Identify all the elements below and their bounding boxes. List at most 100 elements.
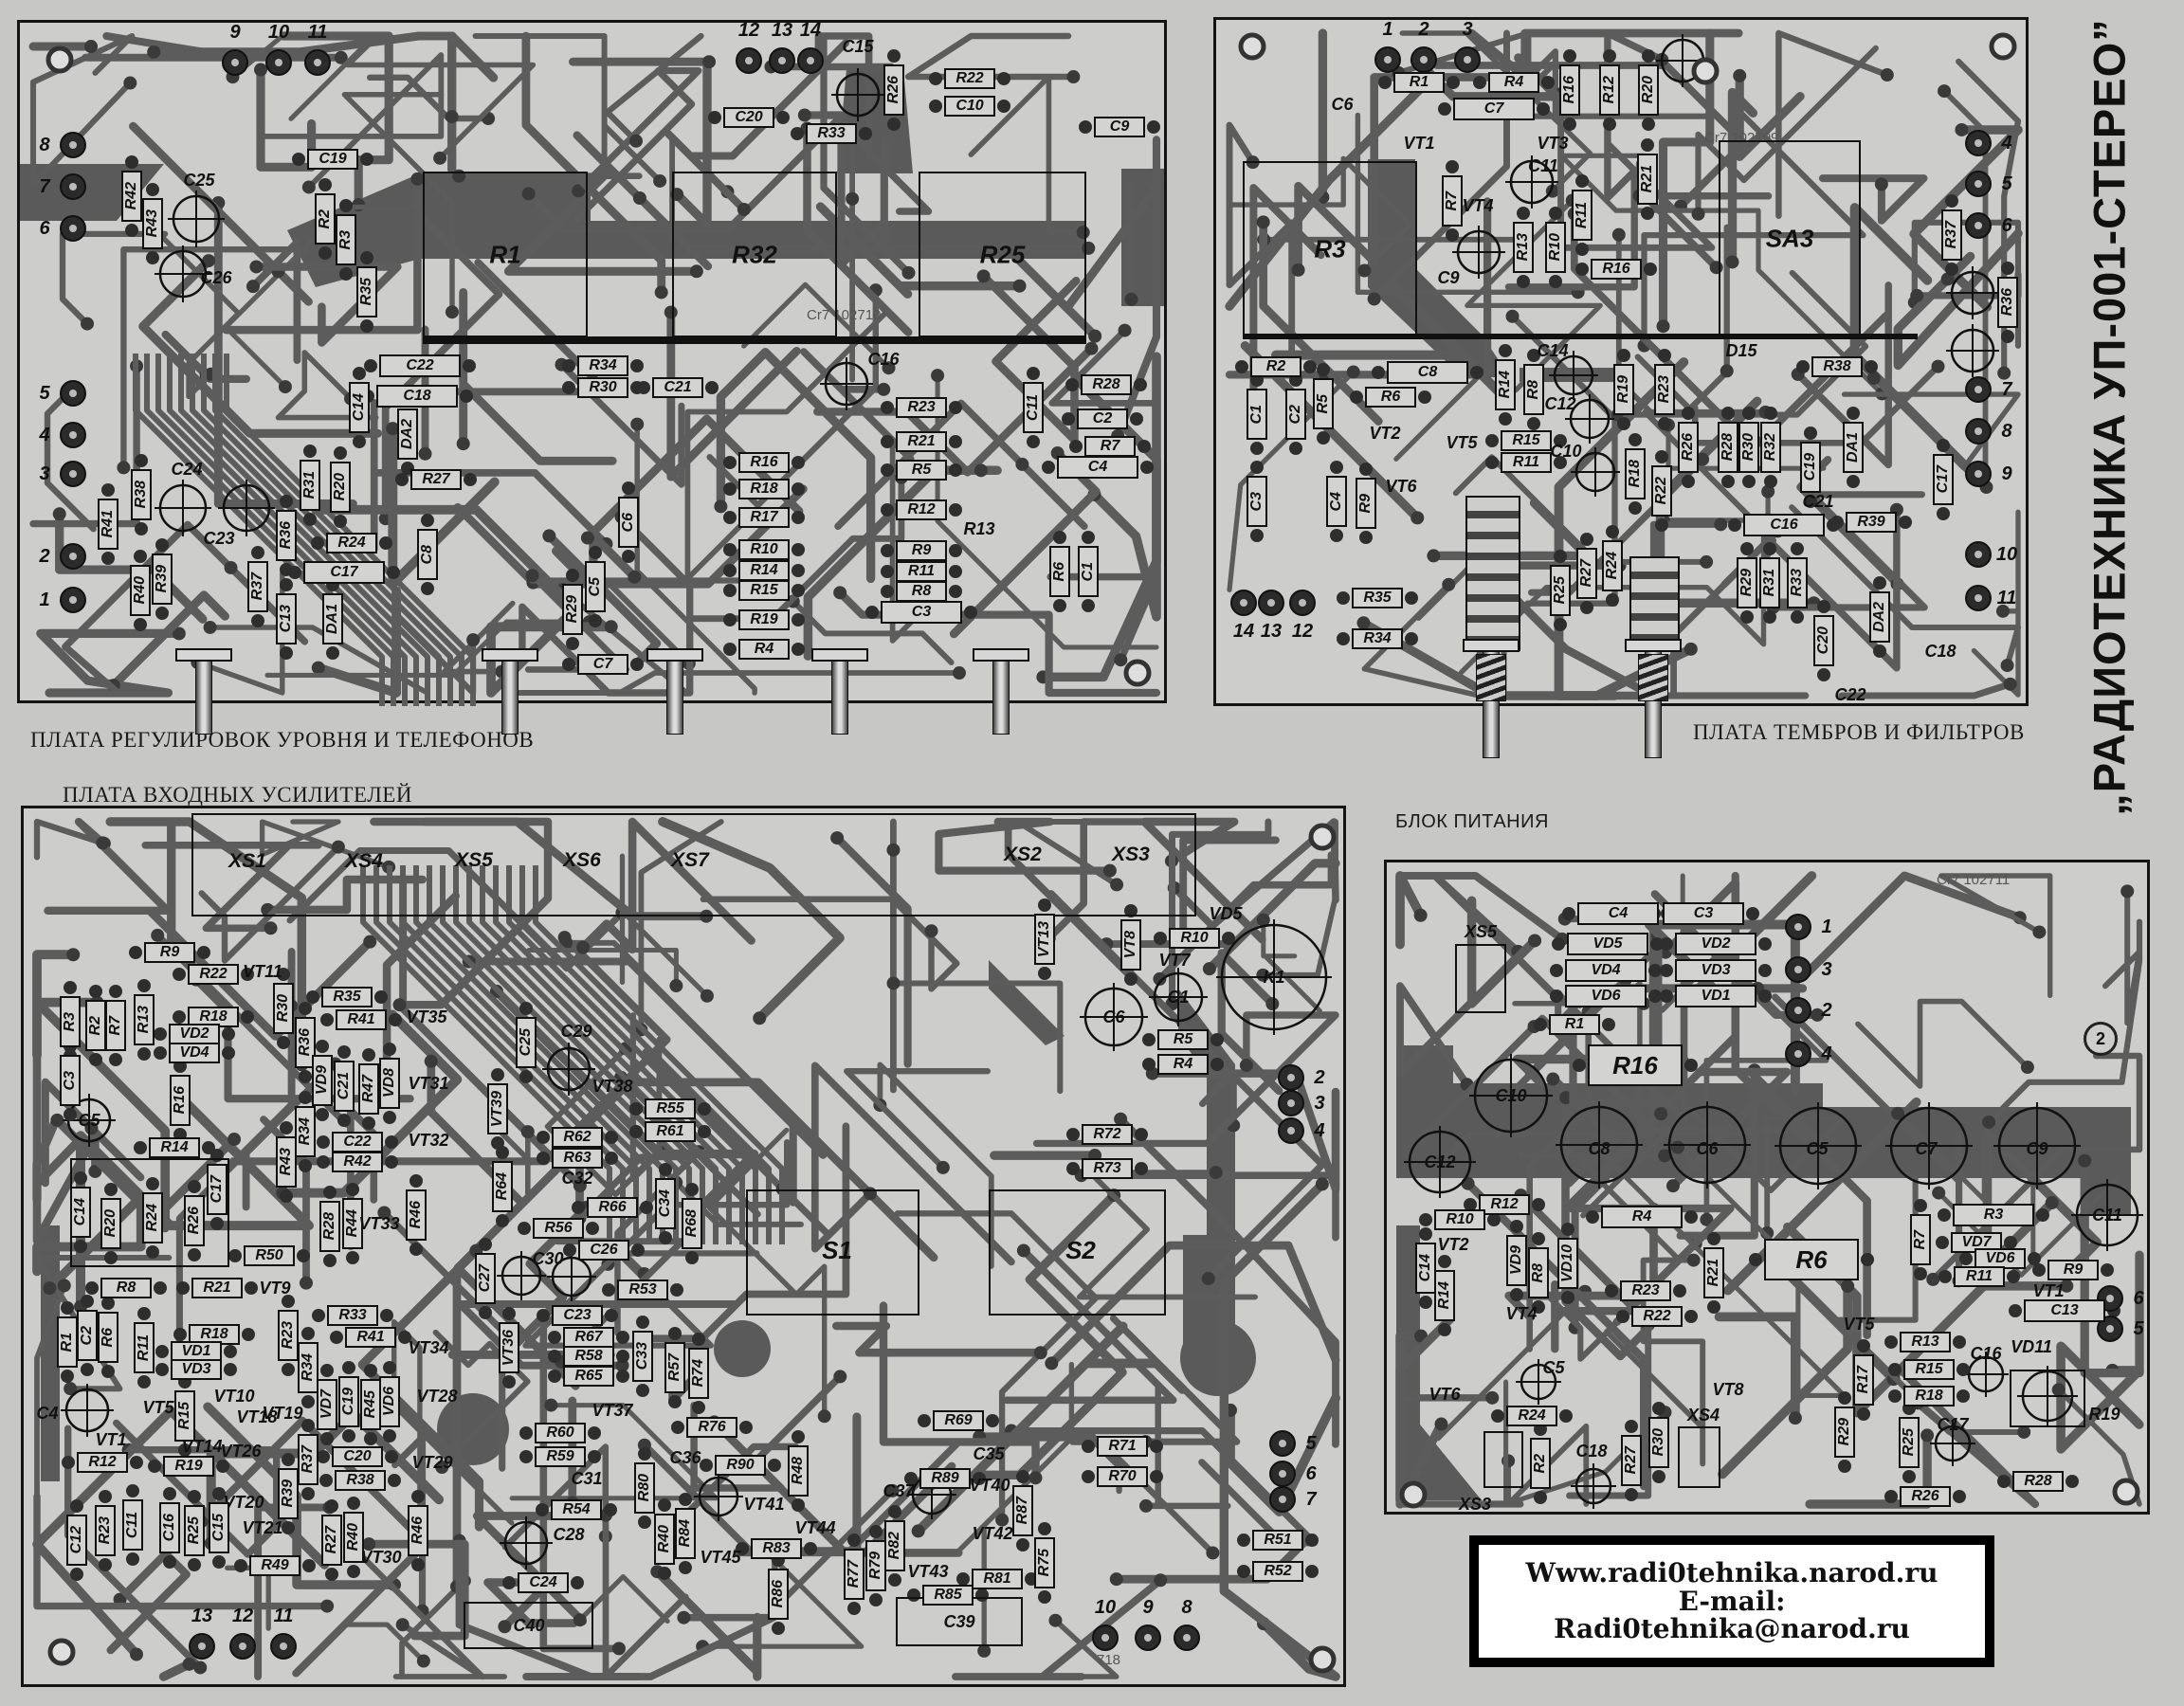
component: R20 bbox=[330, 462, 351, 513]
solder-pad bbox=[1537, 102, 1550, 116]
component: DA2 bbox=[397, 408, 418, 460]
component-ref: R58 bbox=[574, 1348, 603, 1364]
solder-pad bbox=[212, 1487, 226, 1500]
control-shaft[interactable] bbox=[831, 654, 848, 735]
copper-trace bbox=[275, 350, 379, 421]
solder-pad bbox=[326, 646, 339, 660]
component-ref: C26 bbox=[590, 1242, 618, 1258]
solder-pad bbox=[151, 928, 165, 942]
solder-pad bbox=[1804, 426, 1817, 440]
copper-trace bbox=[935, 817, 1115, 875]
component-ref: R37 bbox=[249, 572, 265, 601]
solder-pad bbox=[1485, 1390, 1500, 1405]
component-label: VT6 bbox=[1363, 477, 1439, 496]
component-label: C4 bbox=[9, 1404, 85, 1423]
solder-pad bbox=[1210, 1058, 1224, 1071]
component-label: VT42 bbox=[955, 1524, 1030, 1543]
website-link[interactable]: Www.radi0tehnika.narod.ru bbox=[1525, 1557, 1938, 1589]
component: R75 bbox=[1034, 1537, 1055, 1588]
solder-pad bbox=[416, 1654, 430, 1668]
component-ref: C27 bbox=[477, 1264, 493, 1293]
component-ref: R33 bbox=[1789, 569, 1805, 597]
solder-pad bbox=[410, 1174, 423, 1188]
solder-pad bbox=[1532, 1300, 1545, 1314]
switch-label: S2 bbox=[1065, 1236, 1096, 1264]
component-ref: VD3 bbox=[181, 1361, 211, 1377]
component-ref: DA1 bbox=[1845, 431, 1861, 463]
component: C14 bbox=[349, 382, 370, 433]
email-link[interactable]: Radi0tehnika@narod.ru bbox=[1554, 1613, 1910, 1645]
component: R5 bbox=[1157, 1029, 1209, 1050]
component-ref: R59 bbox=[546, 1448, 574, 1464]
switch-label: S1 bbox=[822, 1236, 852, 1264]
component-ref: C21 bbox=[1802, 492, 1834, 511]
solder-pad bbox=[1356, 616, 1371, 630]
solder-pad bbox=[1586, 1210, 1599, 1224]
control-shaft[interactable] bbox=[992, 654, 1010, 735]
solder-pad bbox=[172, 626, 186, 641]
component: R8 bbox=[1528, 1247, 1549, 1298]
component: VD3 bbox=[1675, 959, 1756, 982]
component-ref: R22 bbox=[1653, 477, 1669, 505]
component-ref: C6 bbox=[620, 512, 636, 533]
component-outline bbox=[989, 1189, 1166, 1316]
terminal-number: 2 bbox=[1821, 1000, 1832, 1021]
solder-pad bbox=[395, 473, 409, 486]
solder-pad bbox=[1791, 542, 1804, 555]
copper-trace-bus bbox=[427, 865, 679, 1244]
solder-pad bbox=[1740, 610, 1754, 624]
component-ref: C5 bbox=[78, 1111, 100, 1130]
component-ref: R63 bbox=[563, 1150, 592, 1166]
component: R30 bbox=[1648, 1417, 1669, 1468]
component-ref: VT30 bbox=[360, 1548, 402, 1567]
solder-pad bbox=[1559, 1409, 1573, 1423]
component-ref: R3 bbox=[337, 229, 354, 250]
component-ref: R20 bbox=[102, 1209, 118, 1238]
solder-pad bbox=[847, 1534, 861, 1547]
terminal-number: 4 bbox=[1314, 1120, 1325, 1141]
mounting-hole bbox=[1308, 1645, 1337, 1674]
solder-pad bbox=[134, 618, 147, 631]
terminal-number: 12 bbox=[231, 1606, 254, 1626]
terminal-hole bbox=[69, 431, 77, 439]
copper-trace-bus bbox=[519, 865, 772, 1244]
solder-pad bbox=[2101, 1263, 2114, 1277]
control-shaft[interactable] bbox=[666, 654, 683, 735]
component: R19 bbox=[1613, 364, 1634, 415]
terminal-hole bbox=[69, 390, 77, 397]
solder-pad bbox=[125, 155, 138, 169]
copper-trace bbox=[684, 311, 887, 582]
component-ref: C5 bbox=[1806, 1139, 1829, 1158]
component-label: C1 bbox=[1140, 988, 1216, 1007]
solder-pad bbox=[1936, 1236, 1949, 1249]
solder-pad bbox=[388, 1474, 401, 1487]
component: R21 bbox=[191, 1278, 243, 1298]
solder-pad bbox=[278, 380, 292, 394]
solder-pad bbox=[1256, 913, 1270, 927]
control-shaft[interactable] bbox=[195, 654, 212, 735]
component-ref: VD4 bbox=[179, 1044, 209, 1061]
component: R44 bbox=[342, 1198, 363, 1249]
solder-pad bbox=[739, 1421, 753, 1434]
component-label: VT10 bbox=[196, 1387, 272, 1406]
component-label: C29 bbox=[538, 1022, 614, 1041]
component: C19 bbox=[338, 1376, 359, 1427]
component-ref: R18 bbox=[1627, 460, 1643, 488]
control-shaft[interactable] bbox=[501, 654, 519, 735]
shaft-collar bbox=[811, 648, 868, 662]
component-ref: R70 bbox=[1108, 1468, 1137, 1484]
component-ref: R24 bbox=[337, 535, 366, 551]
solder-pad bbox=[521, 187, 536, 201]
component: R38 bbox=[131, 469, 152, 520]
component: R42 bbox=[332, 1152, 383, 1172]
component: R10 bbox=[1545, 222, 1566, 273]
copper-trace bbox=[1695, 45, 1879, 217]
copper-trace bbox=[577, 1574, 670, 1624]
solder-pad bbox=[1857, 1339, 1870, 1352]
copper-trace bbox=[1008, 1426, 1319, 1547]
copper-trace bbox=[207, 625, 430, 696]
component-ref: R87 bbox=[1014, 1497, 1030, 1525]
solder-pad bbox=[1691, 207, 1705, 221]
solder-pad bbox=[99, 1490, 112, 1503]
component-ref: VD7 bbox=[1961, 1234, 1992, 1250]
